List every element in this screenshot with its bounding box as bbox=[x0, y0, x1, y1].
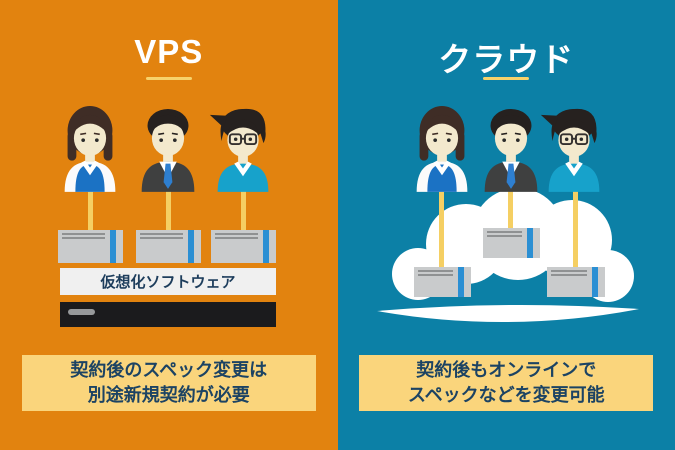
server-vent bbox=[417, 274, 453, 276]
man-glasses-icon bbox=[204, 102, 282, 192]
connector-line bbox=[508, 186, 513, 232]
vps-title-underline bbox=[145, 77, 192, 80]
server-box-icon bbox=[546, 267, 605, 297]
server-box-icon bbox=[58, 230, 123, 263]
server-vent bbox=[215, 233, 258, 235]
businessman-suit-icon bbox=[129, 102, 207, 192]
connector-line bbox=[573, 186, 578, 270]
server-box-icon bbox=[136, 230, 201, 263]
connector-line bbox=[240, 186, 246, 232]
server-stripe bbox=[110, 230, 116, 263]
vps-title: VPS bbox=[134, 33, 204, 70]
panel-cloud: クラウド bbox=[337, 0, 675, 450]
virtualization-software-bar: 仮想化ソフトウェア bbox=[60, 268, 276, 295]
woman-office-worker-icon bbox=[403, 102, 481, 192]
server-vent bbox=[550, 270, 587, 272]
server-vent bbox=[486, 231, 522, 233]
server-stripe bbox=[457, 267, 464, 297]
server-box-icon bbox=[413, 267, 471, 297]
caption-line-2: スペックなどを変更可能 bbox=[407, 385, 605, 405]
server-stripe bbox=[263, 230, 269, 263]
server-vent bbox=[417, 270, 453, 272]
server-handle bbox=[68, 309, 95, 315]
vps-caption-box: 契約後のスペック変更は 別途新規契約が必要 bbox=[21, 355, 316, 411]
server-vent bbox=[62, 233, 105, 235]
connector-line bbox=[87, 186, 93, 232]
server-vent bbox=[215, 237, 258, 239]
cloud-caption-box: 契約後もオンラインで スペックなどを変更可能 bbox=[359, 355, 654, 411]
server-stripe bbox=[188, 230, 194, 263]
cloud-title: クラウド bbox=[438, 41, 575, 78]
caption-line-2: 別途新規契約が必要 bbox=[87, 385, 250, 405]
server-vent bbox=[140, 233, 183, 235]
caption-line-1: 契約後もオンラインで bbox=[416, 360, 597, 380]
panel-vps: VPS 仮想化ソフトウェア 契約後のスペック変更は 別途新 bbox=[0, 0, 338, 450]
server-vent bbox=[140, 237, 183, 239]
caption-line-1: 契約後のスペック変更は bbox=[70, 360, 268, 380]
connector-line bbox=[165, 186, 171, 232]
cloud-title-underline bbox=[483, 77, 530, 80]
server-box-icon bbox=[211, 230, 276, 263]
server-stripe bbox=[591, 267, 598, 297]
server-stripe bbox=[526, 228, 533, 258]
server-vent bbox=[550, 274, 587, 276]
server-vent bbox=[62, 237, 105, 239]
physical-server-bar bbox=[60, 302, 276, 327]
man-glasses-icon bbox=[535, 102, 613, 192]
connector-line bbox=[439, 186, 444, 270]
server-vent bbox=[486, 235, 522, 237]
server-box-icon bbox=[482, 228, 540, 258]
woman-office-worker-icon bbox=[51, 102, 129, 192]
